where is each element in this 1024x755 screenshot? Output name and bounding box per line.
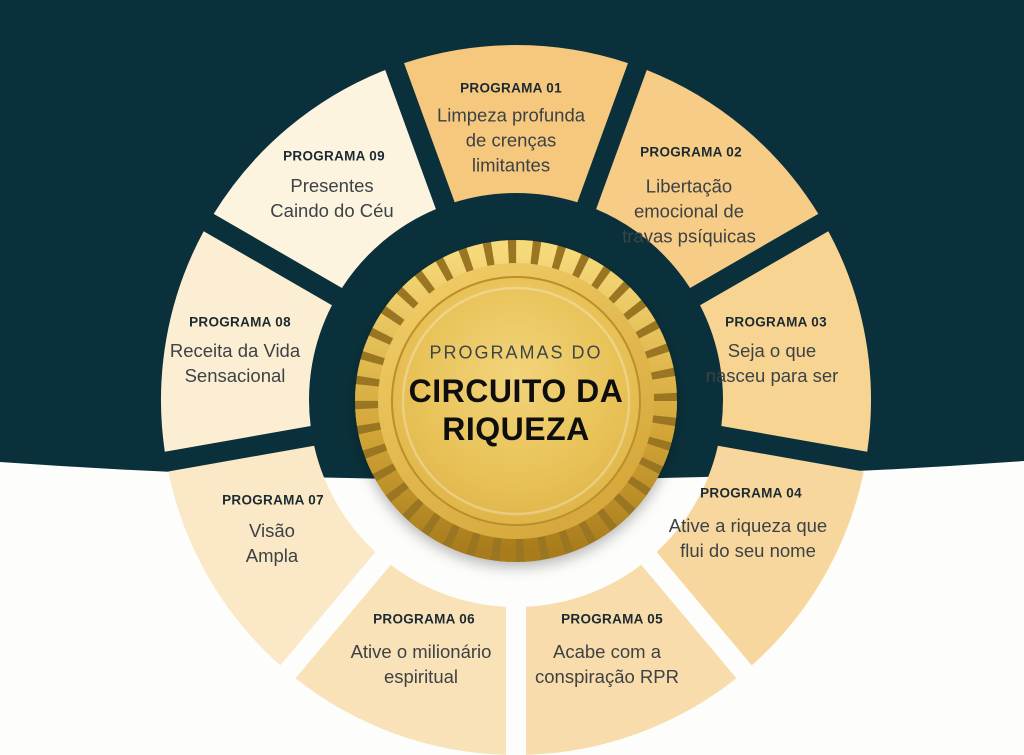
coin-face [391,276,641,526]
wheel-segment-7 [168,445,376,666]
wheel-segment-2 [596,69,819,288]
wheel-segment-5 [526,564,737,755]
wheel-segments [161,44,871,755]
wheel-segment-3 [700,231,871,452]
coin-inner-gloss-ring [401,286,631,516]
wheel-segment-9 [213,69,436,288]
coin-serrated-edge [355,240,677,562]
wheel-segment-6 [295,564,506,755]
wheel-segment-8 [161,231,332,452]
wheel-segment-1 [404,44,628,203]
wheel-hub-coin [355,240,677,562]
wheel-segment-4 [656,445,864,666]
